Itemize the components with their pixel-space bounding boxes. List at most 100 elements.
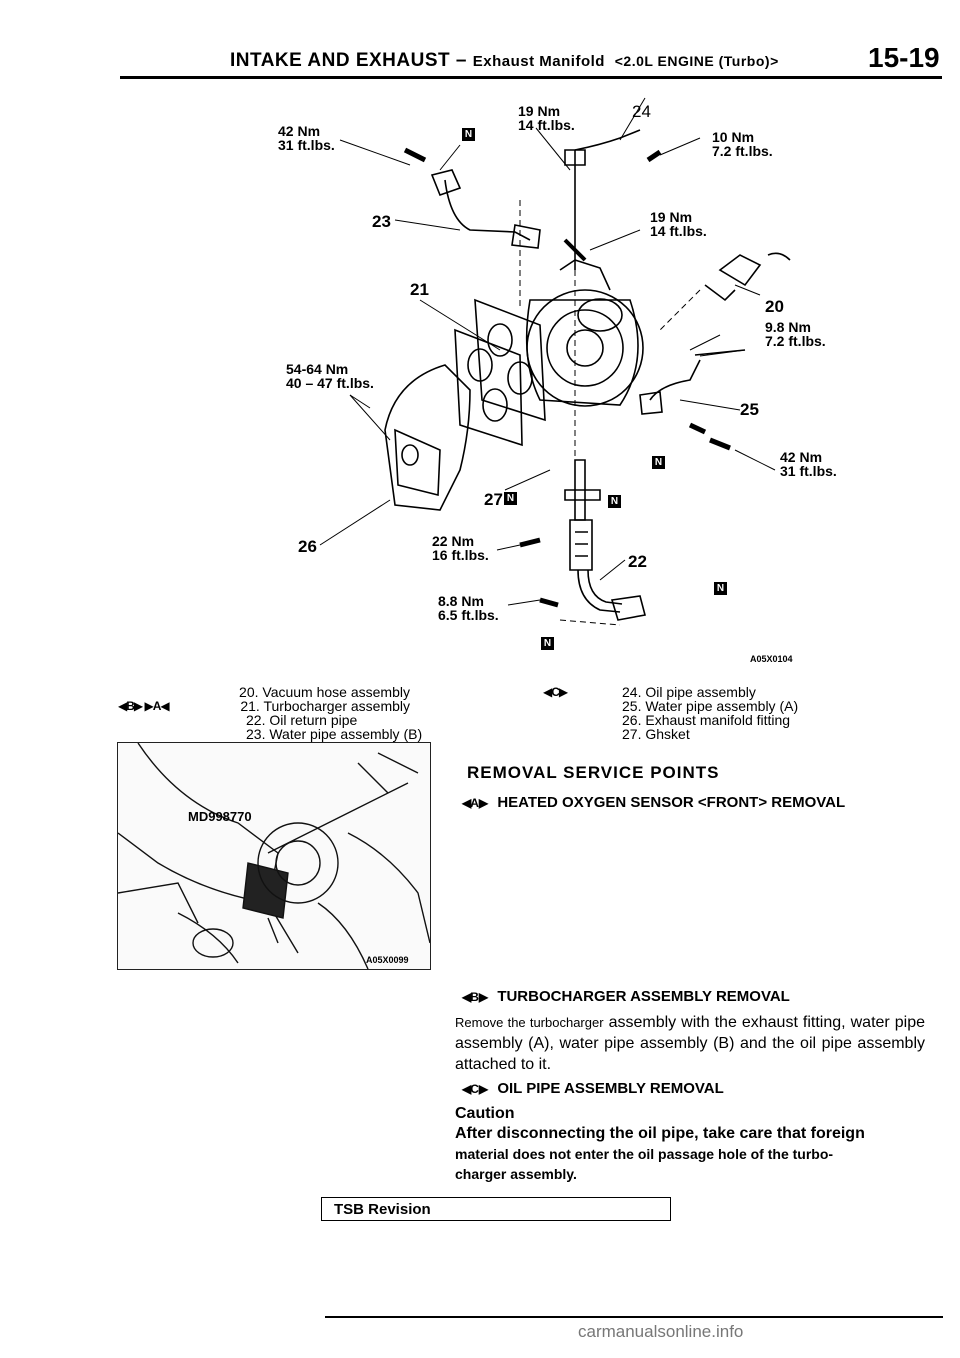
caution-line-2: material does not enter the oil passage … [455, 1146, 834, 1162]
legend-item-27: 27. Ghsket [622, 726, 690, 742]
marker-c: C [470, 1082, 479, 1096]
torque-ftlbs: 14 ft.lbs. [650, 223, 707, 239]
torque-nm: 22 Nm [432, 533, 475, 549]
header-engine: <2.0L ENGINE (Turbo)> [614, 53, 779, 69]
page-header: INTAKE AND EXHAUST – Exhaust Manifold <2… [230, 50, 779, 72]
left-arrow-icon: ◀ [462, 796, 471, 810]
legend-markers-ba: ◀B▶ ▶A◀ [118, 699, 170, 713]
heading-a-text: HEATED OXYGEN SENSOR <FRONT> REMOVAL [497, 794, 846, 811]
part-number-23: 23 [372, 212, 391, 231]
torque-ftlbs: 7.2 ft.lbs. [765, 333, 826, 349]
page-number: 15-19 [868, 42, 940, 73]
n-mark-icon: N [504, 492, 517, 505]
header-title: INTAKE AND EXHAUST [230, 50, 451, 71]
legend-marker-c: ◀C▶ [543, 685, 568, 699]
right-arrow-icon: ▶ [478, 990, 488, 1004]
part-number-26: 26 [298, 537, 317, 556]
torque-label-top-right: 10 Nm 7.2 ft.lbs. [712, 130, 773, 158]
paragraph-b: Remove the turbocharger assembly with th… [455, 1012, 925, 1075]
torque-nm: 19 Nm [650, 209, 693, 225]
n-mark-icon: N [462, 128, 475, 141]
heading-b-text: TURBOCHARGER ASSEMBLY REMOVAL [497, 988, 790, 1005]
section-title: REMOVAL SERVICE POINTS [467, 763, 720, 782]
diagram-figure-code: A05X0104 [750, 654, 793, 664]
heading-a: ◀A▶ HEATED OXYGEN SENSOR <FRONT> REMOVAL [462, 794, 845, 811]
torque-label-top-left: 42 Nm 31 ft.lbs. [278, 124, 335, 152]
footer-rule [325, 1316, 943, 1318]
marker-b: B [126, 699, 135, 713]
part-number-25: 25 [740, 400, 759, 419]
vacuum-hose-drawing [704, 252, 791, 302]
torque-label-left: 54-64 Nm 40 – 47 ft.lbs. [286, 362, 374, 390]
heading-c: ◀C▶ OIL PIPE ASSEMBLY REMOVAL [462, 1080, 724, 1097]
turbocharger-drawing [525, 259, 644, 407]
leader-lines [319, 97, 776, 606]
marker-a: A [470, 796, 479, 810]
header-dash: – [455, 50, 467, 71]
torque-nm: 10 Nm [712, 129, 755, 145]
sensor-removal-illustration: MD998770 A05X0099 [117, 742, 431, 970]
left-arrow-icon: ◀ [160, 699, 169, 713]
marker-a: A [152, 699, 162, 713]
legend-item-26: 26. Exhaust manifold fitting [622, 712, 791, 728]
caution-line-1: After disconnecting the oil pipe, take c… [455, 1125, 865, 1142]
photo-figure-code: A05X0099 [366, 955, 409, 965]
torque-ftlbs: 7.2 ft.lbs. [712, 143, 773, 159]
n-mark-icon: N [608, 495, 621, 508]
part-number-21: 21 [410, 280, 429, 299]
legend-item-25: 25. Water pipe assembly (A) [622, 698, 799, 714]
right-arrow-icon: ▶ [144, 699, 153, 713]
right-arrow-icon: ▶ [558, 685, 568, 699]
torque-ftlbs: 16 ft.lbs. [432, 547, 489, 563]
heading-b: ◀B▶ TURBOCHARGER ASSEMBLY REMOVAL [462, 988, 790, 1005]
paragraph-b-start: Remove the turbocharger [455, 1015, 604, 1030]
torque-ftlbs: 31 ft.lbs. [278, 137, 335, 153]
header-subtitle: Exhaust Manifold [472, 53, 605, 70]
heading-c-text: OIL PIPE ASSEMBLY REMOVAL [497, 1080, 724, 1097]
exploded-diagram [319, 97, 791, 626]
n-mark-icon: N [714, 582, 727, 595]
right-arrow-icon: ▶ [478, 796, 488, 810]
torque-ftlbs: 14 ft.lbs. [518, 117, 575, 133]
left-arrow-icon: ◀ [118, 699, 127, 713]
marker-c: C [551, 685, 560, 699]
torque-nm: 42 Nm [278, 123, 321, 139]
torque-nm: 8.8 Nm [438, 593, 484, 609]
caution-line-3: charger assembly. [455, 1166, 577, 1182]
legend-right: 24. Oil pipe assembly 25. Water pipe ass… [622, 685, 798, 741]
legend-item-20: 20. Vacuum hose assembly [239, 684, 410, 700]
right-arrow-icon: ▶ [133, 699, 143, 713]
caution-block: Caution After disconnecting the oil pipe… [455, 1104, 925, 1184]
tsb-revision-box: TSB Revision [321, 1197, 671, 1221]
legend-left: 20. Vacuum hose assembly 21. Turbocharge… [190, 684, 423, 742]
part-number-20: 20 [765, 297, 784, 316]
left-arrow-icon: ◀ [462, 1082, 471, 1096]
torque-nm: 19 Nm [518, 103, 561, 119]
part-number-24: 24 [632, 102, 651, 121]
torque-ftlbs: 40 – 47 ft.lbs. [286, 375, 374, 391]
torque-nm: 9.8 Nm [765, 319, 811, 335]
exhaust-fitting-drawing [384, 364, 471, 511]
torque-label-right-98: 9.8 Nm 7.2 ft.lbs. [765, 320, 826, 348]
n-mark-icon: N [652, 456, 665, 469]
torque-ftlbs: 6.5 ft.lbs. [438, 607, 499, 623]
gasket-drawing [454, 298, 546, 447]
part-number-27: 27 [484, 490, 503, 509]
tool-label: MD998770 [188, 809, 252, 824]
legend-item-21: 21. Turbocharger assembly [240, 698, 410, 714]
water-pipe-b-drawing [444, 179, 531, 241]
header-rule [120, 76, 942, 79]
legend-item-24: 24. Oil pipe assembly [622, 684, 756, 700]
left-arrow-icon: ◀ [462, 990, 471, 1004]
watermark-link[interactable]: carmanualsonline.info [578, 1322, 744, 1341]
oil-return-pipe-drawing [564, 459, 646, 621]
marker-b: B [470, 990, 479, 1004]
legend-item-23: 23. Water pipe assembly (B) [246, 726, 423, 742]
torque-label-bottom-88: 8.8 Nm 6.5 ft.lbs. [438, 594, 499, 622]
torque-label-bottom-22: 22 Nm 16 ft.lbs. [432, 534, 489, 562]
legend-item-22: 22. Oil return pipe [246, 712, 358, 728]
left-arrow-icon: ◀ [543, 685, 552, 699]
torque-nm: 54-64 Nm [286, 361, 349, 377]
torque-ftlbs: 31 ft.lbs. [780, 463, 837, 479]
torque-label-mid-right: 19 Nm 14 ft.lbs. [650, 210, 707, 238]
